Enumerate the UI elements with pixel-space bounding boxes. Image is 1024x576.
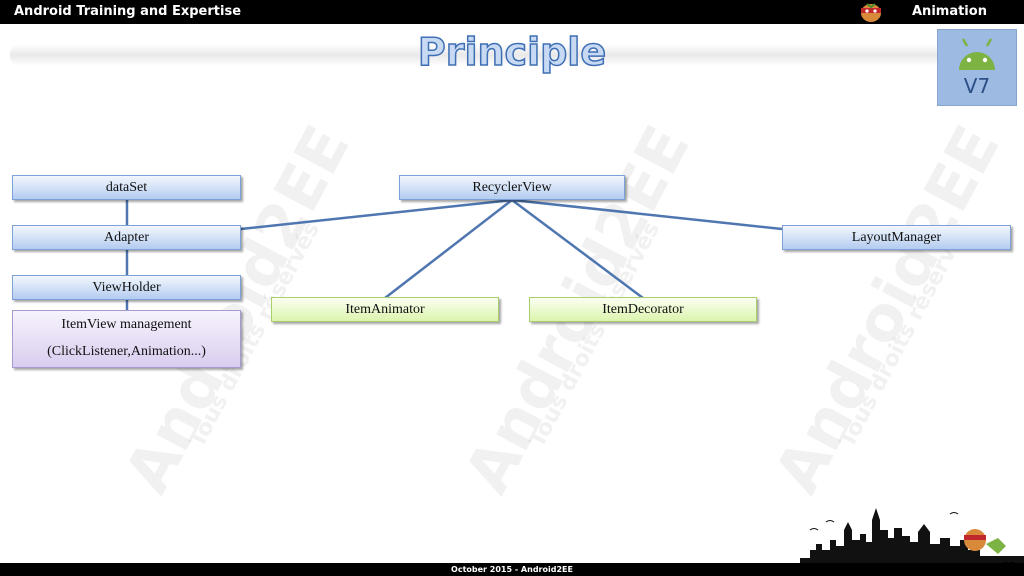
node-adapter: Adapter <box>12 225 241 250</box>
node-itemdecorator-label: ItemDecorator <box>602 302 684 317</box>
connector-recycler-itemdecorator <box>511 198 644 300</box>
connector-recycler-itemanimator <box>384 199 513 299</box>
mascot-tomato-icon <box>861 3 881 22</box>
title-shadow-bar <box>10 44 940 66</box>
city-skyline-icon <box>800 508 1024 566</box>
node-viewholder: ViewHolder <box>12 275 241 300</box>
node-layoutmanager-label: LayoutManager <box>851 230 942 245</box>
node-adapter-label: Adapter <box>103 230 150 245</box>
node-recyclerview-label: RecyclerView <box>472 180 552 195</box>
node-layoutmanager: LayoutManager <box>782 225 1011 250</box>
node-itemdecorator: ItemDecorator <box>529 297 757 322</box>
node-itemanimator: ItemAnimator <box>271 297 499 322</box>
header-left-title: Android Training and Expertise <box>14 4 242 19</box>
footer-text: October 2015 - Android2EE <box>451 565 573 574</box>
node-itemanimator-label: ItemAnimator <box>345 302 425 317</box>
android-version-badge: V7 <box>937 29 1017 106</box>
connector-recycler-adapter <box>240 198 513 231</box>
node-dataset: dataSet <box>12 175 241 200</box>
top-bar: Android Training and Expertise Animation <box>0 0 1024 24</box>
node-itemview-line2: (ClickListener,Animation...) <box>47 344 206 359</box>
page-number: 57 <box>1002 560 1016 573</box>
android-robot-icon <box>959 38 995 70</box>
badge-version-label: V7 <box>963 74 991 98</box>
slide-title: Principle <box>417 29 607 75</box>
connector-recycler-layoutmanager <box>511 198 783 231</box>
footer-bar: October 2015 - Android2EE <box>0 563 1024 576</box>
node-itemview-line1: ItemView management <box>61 317 192 332</box>
node-dataset-label: dataSet <box>105 180 148 195</box>
node-viewholder-label: ViewHolder <box>92 280 161 295</box>
node-recyclerview: RecyclerView <box>399 175 625 200</box>
header-right-title: Animation <box>912 4 987 19</box>
node-itemview-management: ItemView management (ClickListener,Anima… <box>12 310 241 368</box>
